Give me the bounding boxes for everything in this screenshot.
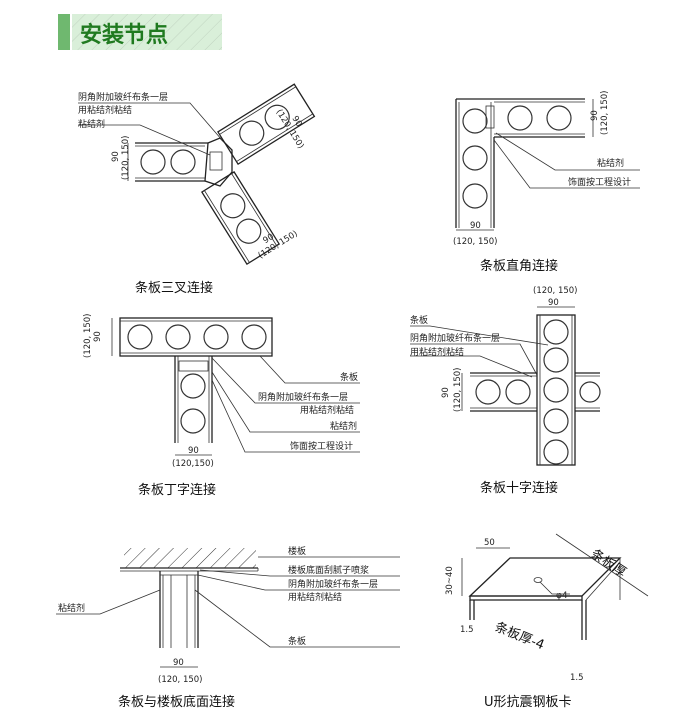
- svg-text:90: 90: [590, 110, 600, 121]
- three-way-joint: [204, 137, 233, 187]
- three-way-label-adhesive-bond: 用粘结剂粘结: [78, 104, 132, 116]
- svg-text:90: 90: [289, 114, 303, 128]
- three-way-lower-board: [200, 171, 281, 266]
- u-clip-thickness-line: [555, 533, 649, 597]
- right-angle-dim-bottom: 90: [470, 221, 481, 231]
- floor-slab: [120, 548, 259, 572]
- cross-label-fiber: 阴角附加玻纤布条一层: [410, 332, 500, 344]
- cross-dim-left: 90 (120, 150): [441, 368, 463, 412]
- page-title: 安装节点: [80, 22, 168, 48]
- t-joint-label-fiber: 阴角附加玻纤布条一层: [258, 391, 348, 403]
- cross-label-adhesive-bond: 用粘结剂粘结: [410, 346, 464, 358]
- t-joint-leader-finish: [211, 379, 360, 453]
- floor-leader-putty: [199, 569, 400, 577]
- header: 安装节点: [58, 14, 222, 50]
- floor-leader-board: [194, 589, 400, 648]
- three-way-upper-board: [217, 83, 316, 166]
- right-angle-vertical-board: [455, 99, 495, 228]
- floor-label-floor: 楼板: [288, 545, 306, 557]
- u-clip-shape: [468, 557, 622, 640]
- floor-label-adhesive-bond: 用粘结剂粘结: [288, 591, 342, 603]
- floor-leader-fiber: [197, 574, 400, 591]
- u-clip-dim-50: 50: [484, 538, 495, 548]
- u-clip-hole-leader: [539, 581, 570, 595]
- three-way-label-adhesive: 粘结剂: [78, 118, 105, 130]
- cross-vertical-board: [536, 314, 576, 466]
- u-clip-label-thickness-minus: 条板厚-4: [493, 619, 547, 653]
- cross-dim-top: 90: [548, 298, 559, 308]
- floor-label-putty: 楼板底面刮腻子喷浆: [288, 564, 369, 576]
- t-joint-dim-bottom-alt: (120,150): [172, 459, 214, 469]
- floor-caption: 条板与楼板底面连接: [118, 694, 235, 710]
- t-joint-vertical-board: [174, 356, 213, 443]
- svg-text:90: 90: [261, 232, 275, 246]
- u-clip-dim-t2: 1.5: [570, 673, 584, 683]
- right-angle-caption: 条板直角连接: [480, 258, 558, 274]
- cross-label-board: 条板: [410, 314, 428, 326]
- u-clip-hole-label: φ4: [556, 591, 568, 601]
- right-angle-leader-adhesive: [495, 132, 640, 171]
- t-joint-label-board: 条板: [340, 371, 358, 383]
- cross-left-board: [470, 372, 537, 412]
- u-clip-dim-t1: 1.5: [460, 625, 474, 635]
- svg-text:30~40: 30~40: [445, 566, 455, 595]
- t-joint-caption: 条板丁字连接: [138, 482, 216, 498]
- floor-label-fiber: 阴角附加玻纤布条一层: [288, 578, 378, 590]
- svg-text:(120, 150): (120, 150): [121, 136, 131, 180]
- svg-text:90: 90: [441, 387, 451, 398]
- three-way-dim-left: 90 (120, 150): [111, 136, 131, 180]
- svg-text:90: 90: [111, 151, 121, 162]
- three-way-leader-fiber: [78, 102, 223, 141]
- floor-leader-adhesive: [56, 589, 161, 615]
- t-joint-dim-left: 90 (120, 150): [83, 314, 103, 358]
- panel-u-clip: 50 30~40 1.5 1.5 φ4 条板厚 条板厚-4 U形抗震钢板卡: [445, 533, 649, 710]
- svg-text:(120, 150): (120, 150): [257, 229, 300, 261]
- three-way-leader-adhesive: [78, 124, 211, 156]
- t-joint-leader-board: [259, 355, 360, 384]
- three-way-caption: 条板三叉连接: [135, 280, 213, 296]
- t-joint-label-adhesive: 粘结剂: [330, 420, 357, 432]
- cross-caption: 条板十字连接: [480, 480, 558, 496]
- cross-leader-board: [410, 325, 549, 346]
- three-way-label-fiber: 阴角附加玻纤布条一层: [78, 91, 168, 103]
- panel-right-angle: 90 (120, 150) 粘结剂 饰面按工程设计 90 (120, 150) …: [453, 91, 640, 274]
- header-stripe-1: [58, 14, 70, 50]
- right-angle-label-adhesive: 粘结剂: [597, 157, 624, 169]
- floor-board: [159, 571, 199, 648]
- panel-floor: 楼板 楼板底面刮腻子喷浆 阴角附加玻纤布条一层 用粘结剂粘结 条板 粘结剂 90…: [56, 545, 400, 710]
- right-angle-leader-finish: [493, 139, 640, 189]
- cross-leader-fiber: [410, 343, 538, 376]
- t-joint-leader-adhesive: [211, 371, 360, 433]
- t-joint-label-adhesive-bond: 用粘结剂粘结: [300, 404, 354, 416]
- header-band-texture: [72, 14, 222, 50]
- svg-text:(120, 150): (120, 150): [453, 368, 463, 412]
- svg-text:(120, 150): (120, 150): [83, 314, 93, 358]
- svg-text:条板厚-4: 条板厚-4: [493, 619, 547, 653]
- t-joint-horizontal-board: [119, 317, 273, 357]
- floor-label-board: 条板: [288, 635, 306, 647]
- cross-leader-adhesive: [410, 355, 533, 378]
- floor-dim-bottom: 90: [173, 658, 184, 668]
- svg-text:(120, 150): (120, 150): [600, 91, 610, 135]
- right-angle-label-finish: 饰面按工程设计: [568, 176, 631, 188]
- right-angle-horizontal-board: [456, 98, 585, 138]
- right-angle-dim-bottom-alt: (120, 150): [453, 237, 497, 247]
- cross-dim-top-alt: (120, 150): [533, 286, 577, 296]
- u-clip-dim-height: 30~40: [445, 566, 455, 595]
- panel-three-way: 阴角附加玻纤布条一层 用粘结剂粘结 粘结剂 90 (120, 150) 90 (…: [78, 83, 316, 296]
- t-joint-leader-fiber: [211, 357, 360, 404]
- svg-text:90: 90: [93, 331, 103, 342]
- t-joint-dim-bottom: 90: [188, 446, 199, 456]
- right-angle-dim-right: 90 (120, 150): [590, 91, 610, 135]
- panel-t-joint: 90 (120, 150) 条板 阴角附加玻纤布条一层 用粘结剂粘结 粘结剂 饰…: [83, 314, 360, 498]
- floor-label-adhesive: 粘结剂: [58, 602, 85, 614]
- three-way-left-board: [135, 142, 208, 182]
- panel-cross: 90 (120, 150) 90 (120, 150) 条板 阴角附加玻纤布条一…: [410, 286, 601, 496]
- floor-dim-bottom-alt: (120, 150): [158, 675, 202, 685]
- t-joint-label-finish: 饰面按工程设计: [290, 440, 353, 452]
- cross-right-board: [575, 372, 601, 412]
- u-clip-caption: U形抗震钢板卡: [484, 695, 572, 710]
